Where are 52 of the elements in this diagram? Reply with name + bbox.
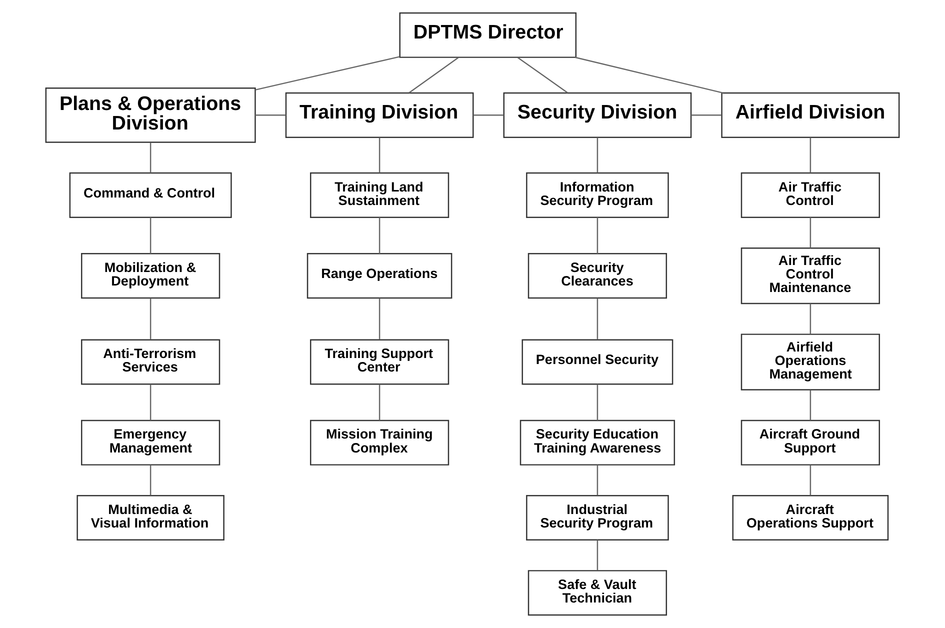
connector — [575, 56, 724, 94]
node-box: Training Support Center — [310, 339, 450, 385]
connector — [596, 384, 598, 420]
node-box: Plans & Operations Division — [45, 87, 256, 143]
connector — [378, 138, 380, 173]
connector — [810, 390, 812, 420]
connector — [810, 138, 812, 173]
connector — [810, 304, 812, 334]
connector — [378, 298, 380, 340]
connector — [256, 56, 400, 90]
connector — [255, 114, 286, 116]
node-box: Aircraft Operations Support — [732, 494, 889, 541]
node-box: Security Clearances — [528, 253, 668, 299]
connector — [810, 217, 812, 248]
connector — [517, 57, 568, 94]
connector — [473, 114, 504, 116]
node-box: Training Division — [285, 92, 474, 138]
connector — [596, 464, 598, 496]
node-box: Aircraft Ground Support — [740, 420, 880, 466]
connector — [596, 138, 598, 173]
connector — [378, 384, 380, 420]
node-box: Industrial Security Program — [526, 494, 669, 541]
node-box: Mission Training Complex — [310, 420, 450, 466]
node-box: Anti-Terrorism Services — [81, 339, 220, 385]
connector — [150, 384, 152, 420]
node-box: Mobilization & Deployment — [81, 253, 220, 299]
node-box: Air Traffic Control — [740, 172, 880, 218]
node-box: Range Operations — [306, 253, 452, 299]
node-box: Personnel Security — [522, 339, 674, 385]
connector — [408, 57, 459, 94]
node-box: Security Education Training Awareness — [520, 420, 676, 466]
node-box: Airfield Operations Management — [740, 334, 880, 390]
connector — [691, 114, 722, 116]
node-box: Safe & Vault Technician — [528, 570, 668, 616]
node-box: Emergency Management — [81, 420, 220, 466]
connector — [596, 217, 598, 254]
connector — [150, 464, 152, 496]
node-box: DPTMS Director — [399, 12, 577, 58]
connector — [150, 217, 152, 254]
connector — [378, 217, 380, 254]
node-box: Training Land Sustainment — [310, 172, 450, 218]
node-box: Air Traffic Control Maintenance — [740, 248, 880, 304]
node-box: Information Security Program — [526, 172, 669, 218]
connector — [596, 540, 598, 570]
connector — [810, 464, 812, 496]
node-box: Security Division — [503, 92, 692, 138]
connector — [150, 298, 152, 340]
node-box: Multimedia & Visual Information — [76, 494, 224, 541]
connector — [596, 298, 598, 340]
connector — [150, 142, 152, 173]
node-box: Airfield Division — [721, 92, 900, 138]
node-box: Command & Control — [69, 172, 232, 218]
